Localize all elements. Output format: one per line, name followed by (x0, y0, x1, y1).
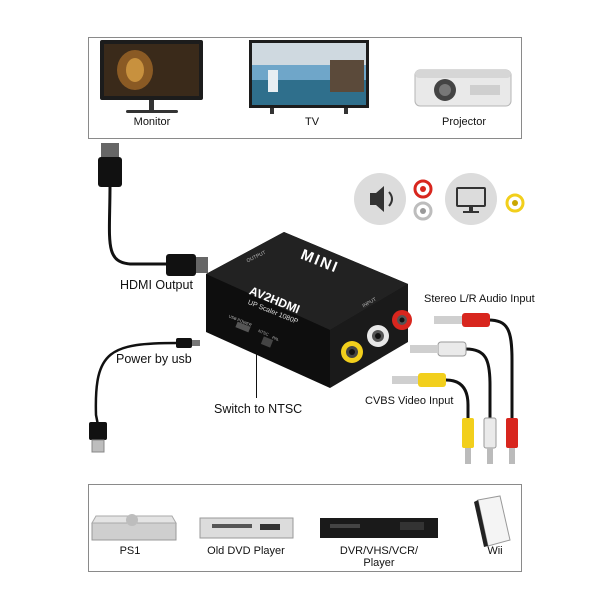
monitor-small-icon (456, 187, 486, 213)
rca-cables (392, 313, 518, 464)
av2hdmi-converter-box (206, 232, 412, 388)
ps1-console-icon (91, 514, 177, 541)
cvbs-video-callout: CVBS Video Input (365, 395, 454, 407)
power-by-usb-callout: Power by usb (116, 352, 192, 366)
device-label-ps1: PS1 (119, 545, 141, 557)
projector-icon (414, 69, 512, 107)
usb-cable (89, 338, 200, 453)
device-label-tv: TV (304, 116, 320, 128)
dvr-vhs-player-icon (320, 518, 438, 538)
device-label-wii: Wii (487, 545, 503, 557)
device-label-dvd: Old DVD Player (207, 545, 285, 557)
tv-icon (249, 40, 369, 114)
dvd-player-icon (199, 517, 294, 539)
wii-console-icon (474, 495, 511, 547)
stereo-audio-callout: Stereo L/R Audio Input (424, 293, 535, 305)
hdmi-cable (98, 143, 208, 276)
speaker-icon (370, 186, 393, 212)
device-label-projector: Projector (441, 116, 487, 128)
monitor-icon (100, 40, 203, 113)
device-label-monitor: Monitor (133, 116, 171, 128)
switch-to-ntsc-callout: Switch to NTSC (214, 402, 303, 416)
video-rca-color-dot (505, 193, 525, 213)
switch-leader-line (256, 350, 257, 398)
audio-rca-color-dots (413, 179, 433, 221)
device-label-dvr: DVR/VHS/VCR/ Player (339, 545, 419, 569)
hdmi-output-callout: HDMI Output (120, 278, 193, 292)
video-badge (445, 173, 497, 225)
